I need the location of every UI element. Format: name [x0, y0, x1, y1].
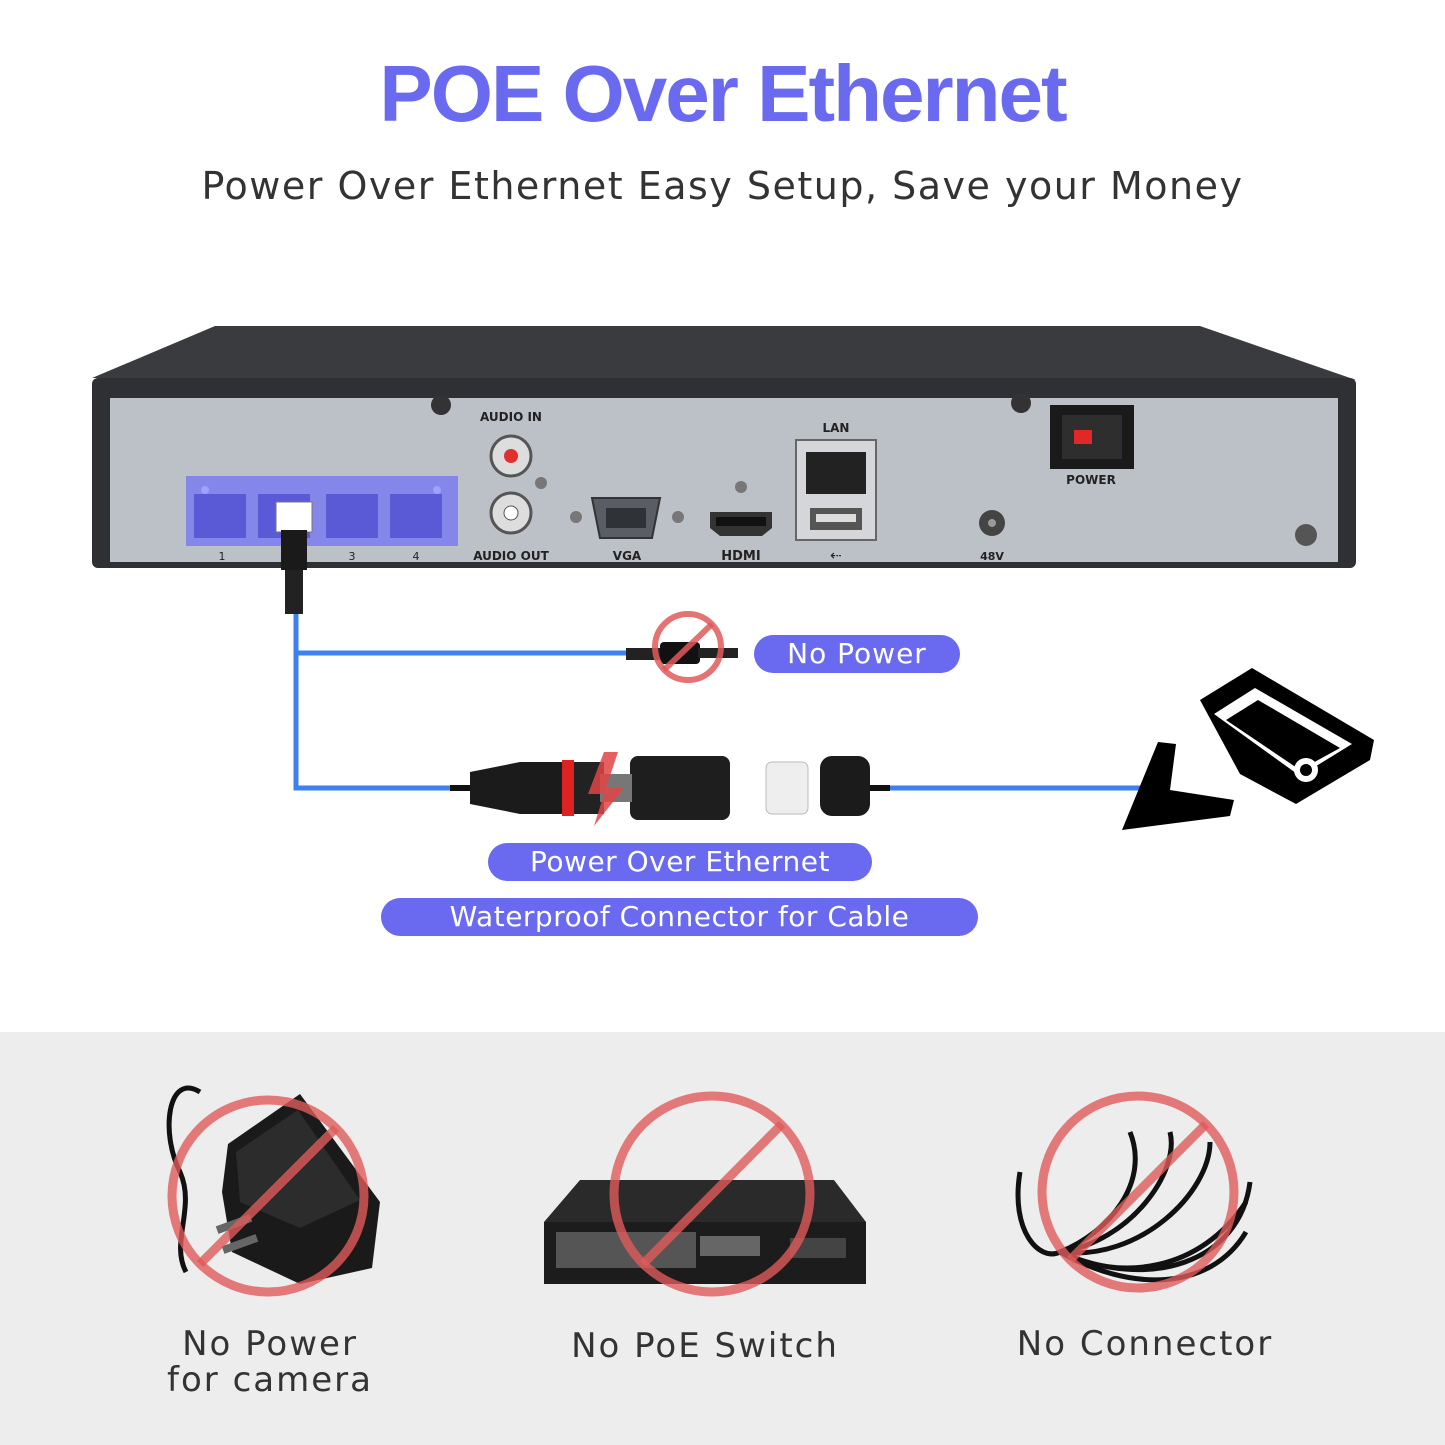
lightning-icon — [588, 752, 624, 826]
caption-no-poe-switch: No PoE Switch — [571, 1326, 839, 1366]
caption-no-power: No Power for camera — [130, 1326, 410, 1398]
caption-no-power-line2: for camera — [167, 1360, 373, 1400]
comparison-graphics — [166, 1085, 1253, 1297]
prohibit-icon — [167, 1095, 369, 1297]
lan-port-icon — [795, 439, 877, 541]
audio-in-label: AUDIO IN — [480, 410, 542, 424]
prohibit-icon — [652, 611, 724, 683]
poe-callout: Power Over Ethernet — [488, 843, 872, 881]
security-camera-icon — [1122, 668, 1374, 830]
audio-out-label: AUDIO OUT — [473, 549, 549, 563]
usb-icon: ⇠ — [830, 548, 842, 564]
caption-no-power-line1: No Power — [182, 1324, 358, 1364]
vga-port-icon — [570, 497, 684, 539]
port-label-4: 4 — [413, 550, 420, 563]
prohibit-icon — [1037, 1091, 1239, 1293]
vga-label: VGA — [613, 549, 642, 563]
rj45-plug-icon — [275, 501, 313, 614]
port-label-3: 3 — [349, 550, 356, 563]
hdmi-label: HDMI — [721, 549, 760, 564]
caption-no-connector: No Connector — [1016, 1324, 1274, 1364]
poe-ports — [186, 476, 458, 546]
prohibit-icon — [609, 1091, 815, 1297]
ethernet-cable-main — [293, 614, 450, 791]
no-power-callout: No Power — [754, 635, 960, 673]
power-label: POWER — [1066, 473, 1116, 487]
page-title: POE Over Ethernet — [379, 49, 1067, 138]
waterproof-callout: Waterproof Connector for Cable — [381, 898, 978, 936]
poe-diagram: 1 3 4 AUDIO IN AUDIO OUT VGA HDMI LAN ⇠ … — [92, 326, 1374, 830]
dc-input-label: 48V — [980, 550, 1004, 563]
page-subtitle: Power Over Ethernet Easy Setup, Save you… — [201, 164, 1244, 208]
power-switch-icon — [1050, 405, 1134, 469]
hdmi-port-icon — [710, 481, 772, 536]
waterproof-connector-icon — [450, 756, 890, 820]
lan-label: LAN — [823, 421, 850, 435]
port-label-1: 1 — [219, 550, 226, 563]
